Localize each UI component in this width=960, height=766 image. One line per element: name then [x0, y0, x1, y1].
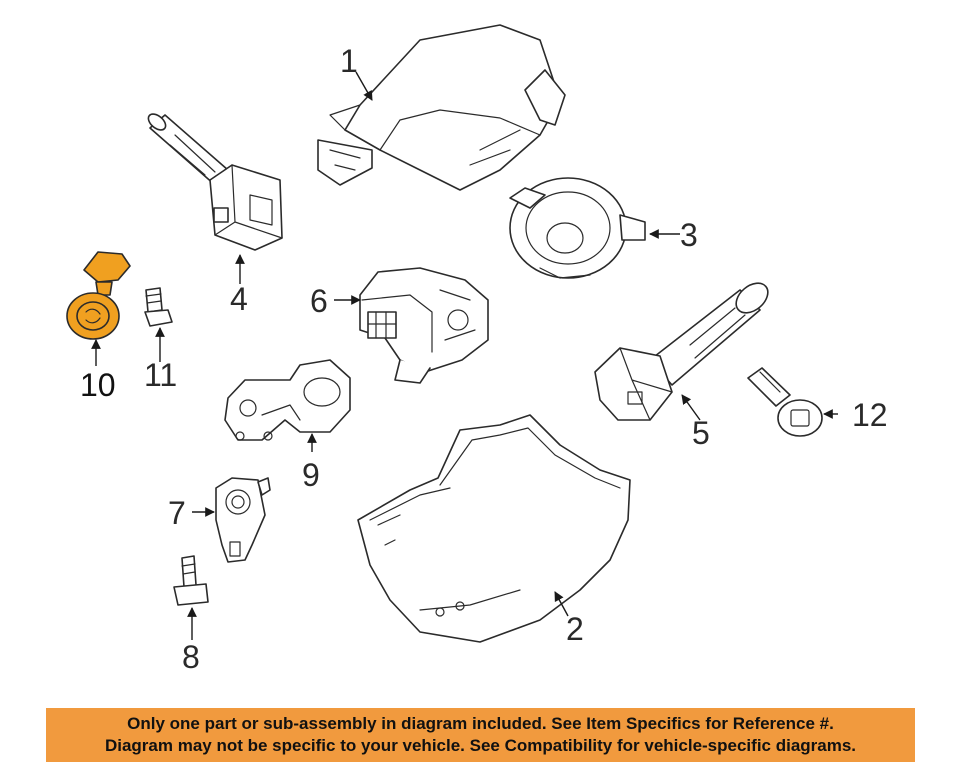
part-1-upper-cover [317, 24, 566, 191]
part-11-bolt [144, 287, 173, 327]
callout-11: 11 [144, 357, 177, 393]
part-7-sensor [215, 477, 271, 563]
part-6-ignition-housing [359, 267, 489, 384]
part-8-screw [173, 555, 209, 606]
callout-8: 8 [182, 639, 200, 675]
part-4-turn-signal-switch [147, 113, 283, 251]
callout-6: 6 [310, 283, 328, 319]
leader-lines [91, 71, 838, 640]
callout-12: 12 [852, 397, 888, 433]
callout-7: 7 [168, 495, 186, 531]
callout-9: 9 [302, 457, 320, 493]
part-3-clockspring [509, 177, 646, 279]
part-12-push-button [747, 367, 823, 437]
callout-4: 4 [230, 281, 248, 317]
disclaimer-line-2: Diagram may not be specific to your vehi… [104, 736, 857, 755]
callout-3: 3 [680, 217, 698, 253]
part-2-lower-cover [357, 414, 631, 643]
part-9-lock-housing [224, 359, 351, 441]
callout-10: 10 [80, 367, 116, 403]
part-5-lever-switch [594, 282, 769, 421]
disclaimer-line-1: Only one part or sub-assembly in diagram… [127, 714, 834, 733]
callout-2: 2 [566, 611, 584, 647]
disclaimer-banner: Only one part or sub-assembly in diagram… [46, 708, 915, 762]
parts-diagram: 1 3 4 6 5 12 11 10 9 7 8 2 [66, 24, 888, 675]
callout-1: 1 [340, 43, 358, 79]
callout-5: 5 [692, 415, 710, 451]
part-10-ignition-lock-bezel [66, 251, 131, 340]
